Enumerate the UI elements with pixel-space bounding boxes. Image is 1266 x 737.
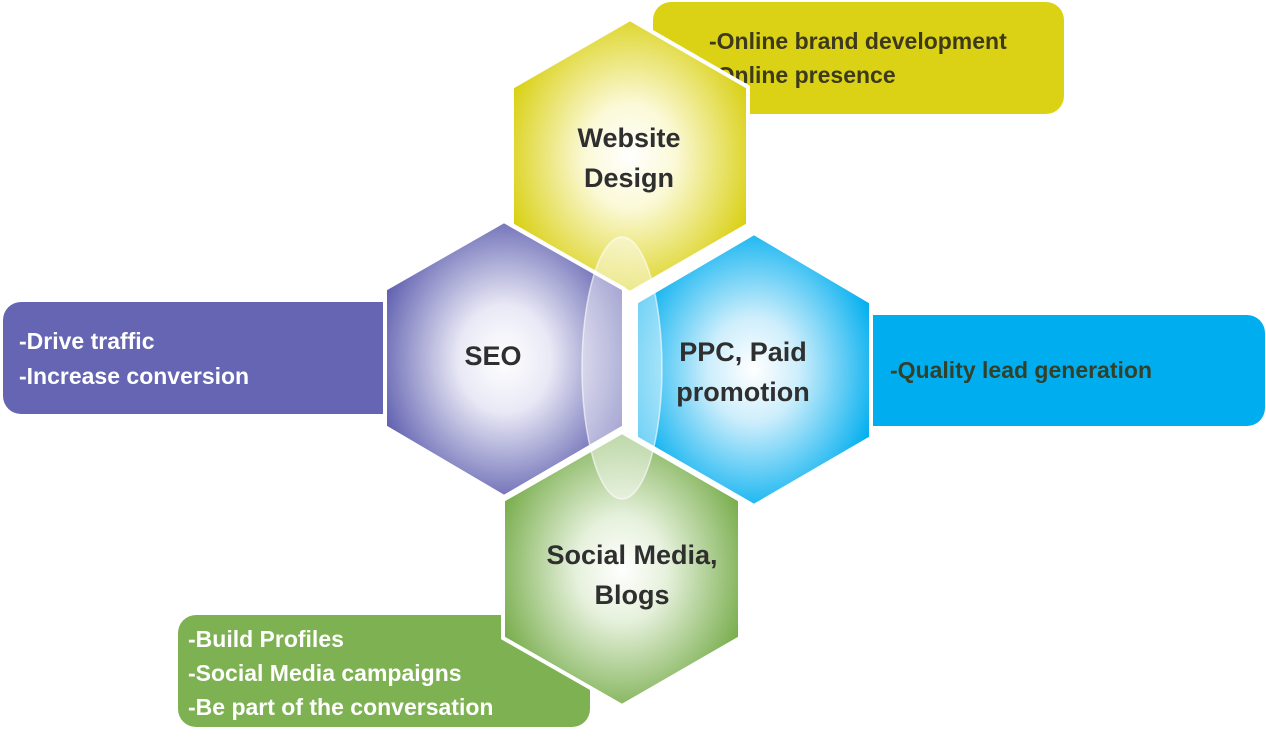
social-media-hexagon bbox=[501, 429, 742, 709]
seo-detail-1: -Drive traffic bbox=[19, 328, 155, 354]
seo-details-box: -Drive traffic -Increase conversion bbox=[3, 302, 405, 414]
seo-title-line-1: SEO bbox=[464, 341, 522, 371]
ppc-title-line-1: PPC, Paid bbox=[679, 337, 807, 367]
ppc-details-box: -Quality lead generation bbox=[850, 315, 1265, 426]
website-design-title-line-1: Website bbox=[577, 123, 681, 153]
social-media-title-line-2: Blogs bbox=[594, 580, 670, 610]
seo-detail-2: -Increase conversion bbox=[19, 363, 250, 389]
seo-title: SEO bbox=[393, 336, 593, 376]
center-highlight-ellipse bbox=[581, 236, 663, 500]
social-media-detail-3: -Be part of the conversation bbox=[188, 694, 494, 720]
seo-hexagon bbox=[383, 218, 626, 500]
ppc-title: PPC, Paid promotion bbox=[643, 332, 843, 412]
social-media-title: Social Media, Blogs bbox=[532, 535, 732, 615]
website-design-title: Website Design bbox=[529, 118, 729, 198]
social-media-detail-1: -Build Profiles bbox=[188, 626, 344, 652]
website-design-detail-1: -Online brand development bbox=[709, 28, 1007, 54]
social-media-detail-2: -Social Media campaigns bbox=[188, 660, 462, 686]
social-media-title-line-1: Social Media, bbox=[546, 540, 718, 570]
website-design-title-line-2: Design bbox=[583, 163, 675, 193]
website-design-hexagon bbox=[510, 16, 750, 296]
ppc-title-line-2: promotion bbox=[676, 377, 810, 407]
ppc-detail-1: -Quality lead generation bbox=[890, 357, 1152, 383]
ppc-hexagon bbox=[634, 230, 873, 509]
